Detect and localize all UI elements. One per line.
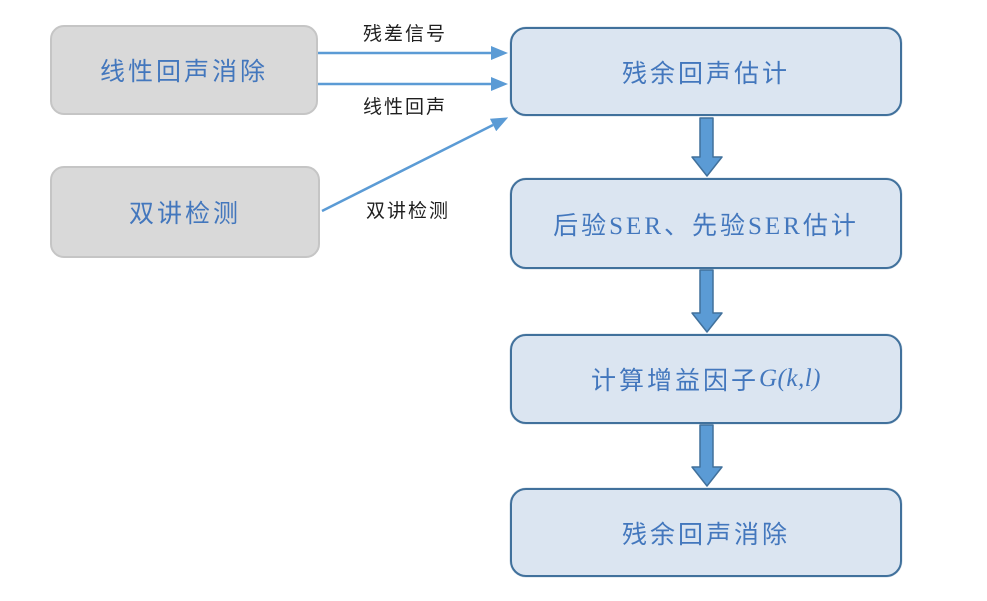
block-arrow-step2-step3: [691, 269, 723, 333]
edge-label-double-talk: 双讲检测: [365, 201, 450, 222]
arrow-double-talk: [321, 117, 509, 213]
node-residual-echo-suppression: 残余回声消除: [510, 488, 902, 577]
block-arrow-step1-step2: [691, 117, 723, 177]
node-label: 残余回声消除: [621, 521, 790, 549]
gain-factor-math: G(k,l): [759, 365, 821, 392]
node-label: 后验SER、先验SER估计: [553, 212, 859, 240]
node-label: 计算增益因子: [590, 368, 759, 395]
edge-label-residual-signal: 残差信号: [362, 24, 447, 45]
node-double-talk-detection: 双讲检测: [50, 166, 320, 258]
node-linear-echo-cancellation: 线性回声消除: [50, 25, 318, 115]
node-label: 双讲检测: [128, 201, 241, 228]
node-label: 残余回声估计: [621, 60, 790, 88]
node-ser-estimation: 后验SER、先验SER估计: [510, 178, 902, 269]
edge-label-linear-echo: 线性回声: [362, 97, 447, 118]
node-residual-echo-estimation: 残余回声估计: [510, 27, 902, 116]
node-label: 线性回声消除: [99, 59, 268, 86]
block-arrow-step3-step4: [691, 424, 723, 487]
